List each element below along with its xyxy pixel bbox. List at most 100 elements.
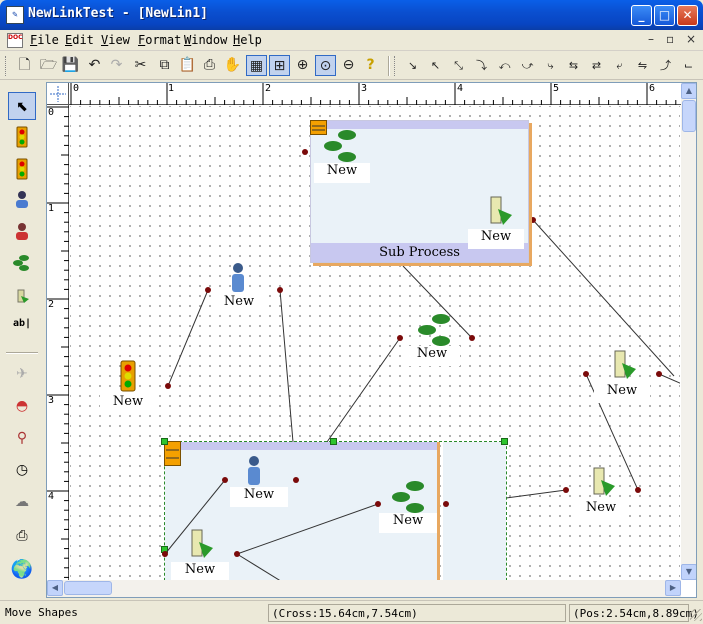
chart-icon[interactable]: ◓: [15, 398, 29, 414]
link-style-11-icon[interactable]: ⇋: [637, 59, 648, 72]
globe-icon[interactable]: 🌍: [10, 559, 34, 580]
pointer-icon[interactable]: ⬉: [8, 92, 36, 120]
link-line[interactable]: [326, 337, 401, 443]
subprocess-container[interactable]: Sub Process New New: [310, 120, 529, 263]
process-icon[interactable]: [417, 313, 453, 347]
printer-icon[interactable]: ⎙: [16, 528, 28, 544]
link-style-3-icon[interactable]: ⤡: [454, 59, 463, 72]
paste-icon[interactable]: 📋: [178, 57, 197, 73]
link-endpoint[interactable]: [563, 487, 569, 493]
text-label-icon[interactable]: ab|: [12, 318, 32, 329]
link-style-5-icon[interactable]: ⤺: [498, 59, 511, 72]
selected-container[interactable]: New New New: [161, 438, 508, 580]
link-line[interactable]: [658, 373, 680, 384]
link-style-2-icon[interactable]: ↖: [430, 59, 441, 72]
close-button[interactable]: ✕: [677, 5, 698, 26]
activity-icon[interactable]: [584, 466, 618, 500]
link-endpoint[interactable]: [302, 149, 308, 155]
link-style-6-icon[interactable]: ⤻: [521, 59, 534, 72]
airplane-icon[interactable]: ✈: [16, 366, 28, 382]
link-endpoint[interactable]: [165, 383, 171, 389]
snap-icon[interactable]: ⊞: [269, 55, 290, 76]
horizontal-scrollbar[interactable]: ◀ ▶: [47, 580, 681, 597]
app-icon[interactable]: ✎: [6, 6, 24, 24]
link-endpoint[interactable]: [530, 217, 536, 223]
link-style-10-icon[interactable]: ⤶: [616, 59, 623, 72]
menu-file[interactable]: File: [30, 33, 59, 47]
vertical-ruler[interactable]: 0 1 2 3 4: [47, 83, 69, 597]
link-style-1-icon[interactable]: ↘: [407, 59, 418, 72]
person-icon[interactable]: [8, 190, 36, 218]
menu-view[interactable]: View: [101, 33, 130, 47]
link-style-7-icon[interactable]: ⤷: [547, 59, 554, 72]
menu-window[interactable]: Window: [184, 33, 228, 47]
selection-handle[interactable]: [501, 438, 508, 445]
person-icon[interactable]: [229, 262, 249, 294]
scroll-right-button[interactable]: ▶: [665, 580, 681, 596]
traffic-light-icon[interactable]: [118, 360, 138, 394]
activity-icon[interactable]: [8, 286, 36, 314]
toolbar-grip[interactable]: [394, 56, 397, 76]
link-line[interactable]: [279, 289, 294, 443]
link-endpoint[interactable]: [277, 287, 283, 293]
link-style-4-icon[interactable]: ⤵: [476, 59, 487, 72]
link-style-12-icon[interactable]: ⤴: [660, 59, 671, 72]
menu-format[interactable]: Format: [138, 33, 182, 47]
pan-hand-icon[interactable]: ✋: [223, 57, 242, 73]
process-icon[interactable]: [8, 254, 36, 282]
mdi-close-button[interactable]: ×: [686, 32, 697, 46]
selection-handle[interactable]: [161, 546, 168, 553]
traffic-light-icon[interactable]: [8, 126, 36, 154]
horizontal-ruler[interactable]: 0 1 2 3 4 5 6: [47, 83, 696, 105]
menu-help[interactable]: Help: [233, 33, 262, 47]
ruler-corner[interactable]: [47, 83, 69, 105]
save-icon[interactable]: 💾: [61, 57, 80, 73]
redo-icon[interactable]: ↷: [110, 57, 123, 73]
zoom-in-icon[interactable]: ⊕: [296, 57, 309, 73]
link-endpoint[interactable]: [469, 335, 475, 341]
vertical-scroll-thumb[interactable]: [682, 100, 696, 132]
vertical-scrollbar[interactable]: ▲ ▼: [681, 83, 696, 580]
link-line[interactable]: [167, 289, 209, 387]
mdi-restore-button[interactable]: ▫: [666, 32, 675, 46]
minimize-button[interactable]: _: [631, 5, 652, 26]
link-style-13-icon[interactable]: ⌙: [683, 59, 694, 72]
maximize-button[interactable]: □: [654, 5, 675, 26]
link-endpoint[interactable]: [205, 287, 211, 293]
horizontal-scroll-thumb[interactable]: [64, 581, 112, 595]
cloud-icon[interactable]: ☁: [15, 494, 29, 510]
link-line[interactable]: [532, 219, 675, 377]
clock-icon[interactable]: ◷: [15, 462, 29, 478]
diagram-canvas[interactable]: Sub Process New New New New New New New: [70, 106, 680, 580]
menu-edit[interactable]: Edit: [65, 33, 94, 47]
traffic-light-2-icon[interactable]: [8, 158, 36, 186]
link-line[interactable]: [505, 489, 567, 499]
zoom-fit-icon[interactable]: ⊙: [315, 55, 336, 76]
document-icon[interactable]: DOC: [7, 33, 23, 48]
link-endpoint[interactable]: [397, 335, 403, 341]
person-2-icon[interactable]: [8, 222, 36, 250]
scroll-up-button[interactable]: ▲: [681, 83, 696, 99]
toolbar-grip[interactable]: [5, 56, 8, 76]
activity-icon[interactable]: [605, 349, 639, 383]
bicycle-icon[interactable]: ⚲: [16, 430, 28, 446]
zoom-out-icon[interactable]: ⊖: [342, 57, 355, 73]
scroll-left-button[interactable]: ◀: [47, 580, 63, 596]
cut-icon[interactable]: ✂: [134, 57, 147, 73]
undo-icon[interactable]: ↶: [88, 57, 101, 73]
link-endpoint[interactable]: [635, 487, 641, 493]
scroll-down-button[interactable]: ▼: [681, 564, 696, 580]
new-file-icon[interactable]: 🗋: [18, 57, 31, 73]
grid-icon[interactable]: ▦: [246, 55, 267, 76]
link-line[interactable]: [402, 265, 473, 339]
mdi-minimize-button[interactable]: –: [648, 32, 654, 46]
link-endpoint[interactable]: [656, 371, 662, 377]
open-file-icon[interactable]: 🗁: [39, 57, 58, 73]
selection-handle[interactable]: [161, 438, 168, 445]
selection-handle[interactable]: [330, 438, 337, 445]
help-icon[interactable]: ?: [366, 57, 375, 73]
link-style-8-icon[interactable]: ⇆: [568, 59, 579, 72]
link-endpoint[interactable]: [583, 371, 589, 377]
link-style-9-icon[interactable]: ⇄: [591, 59, 602, 72]
title-bar[interactable]: ✎ NewLinkTest - [NewLin1] _ □ ✕: [0, 0, 703, 30]
